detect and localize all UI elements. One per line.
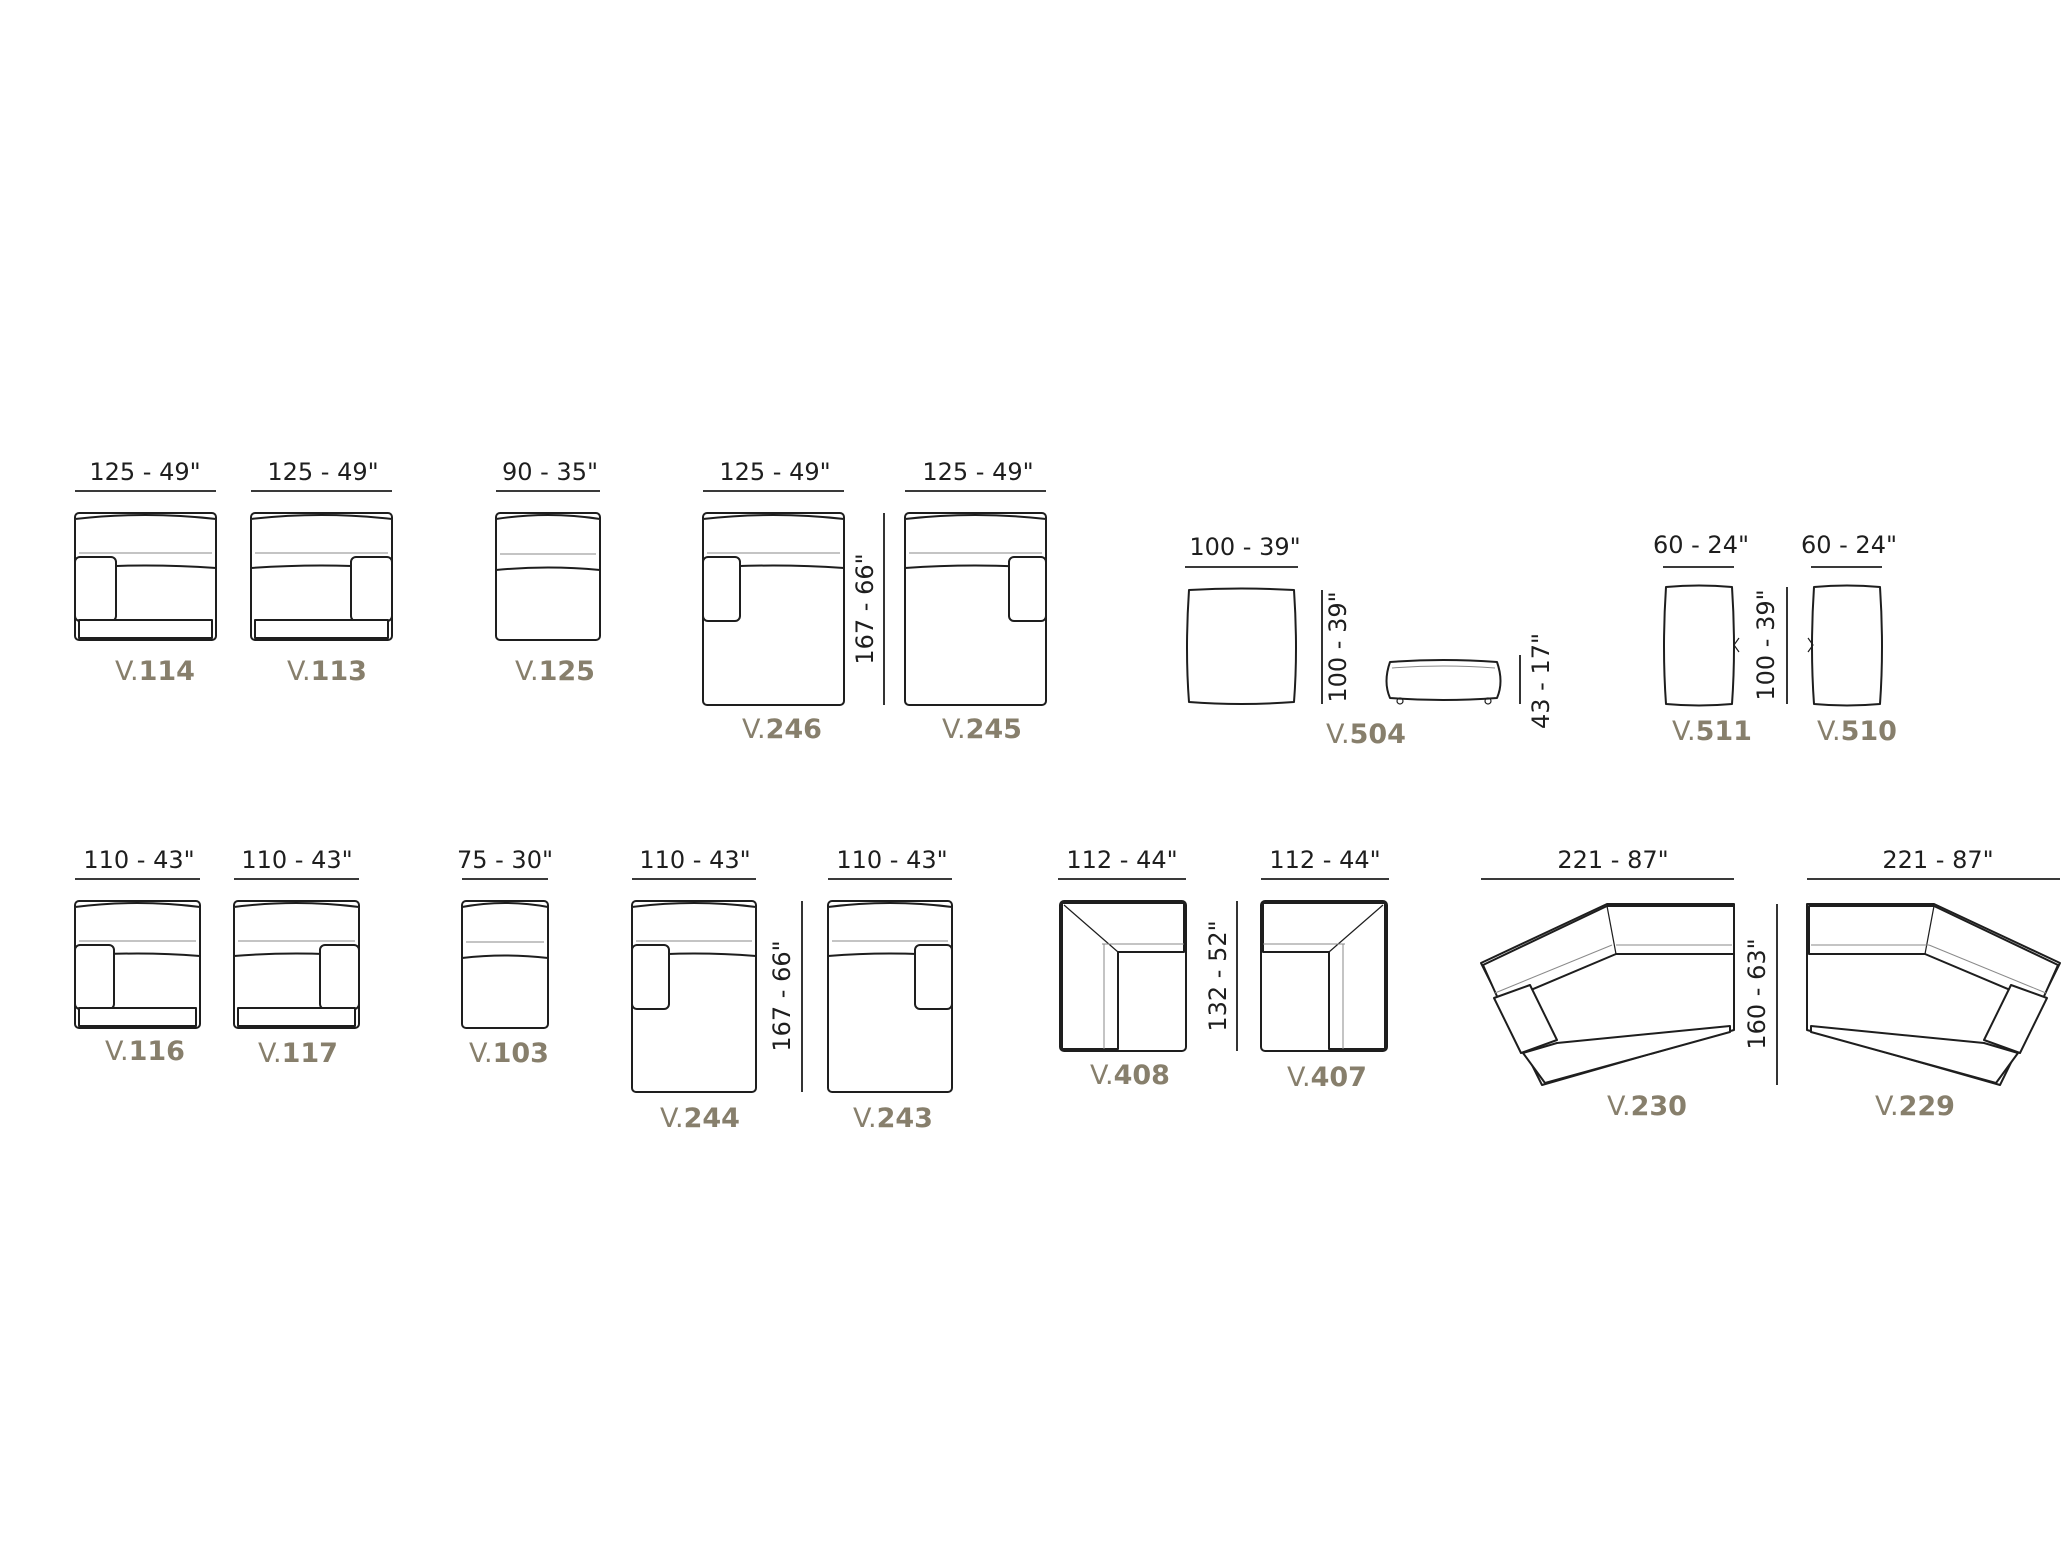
- width-label: 125 - 49": [267, 458, 378, 486]
- module-code: V.510: [1817, 716, 1897, 747]
- width-label: 60 - 24": [1801, 531, 1897, 559]
- module-v116: 110 - 43" V.116: [74, 846, 201, 1067]
- module-code: V.511: [1672, 716, 1752, 747]
- depth-label: 132 - 52": [1204, 920, 1232, 1031]
- module-v245: 125 - 49" V.245: [904, 458, 1047, 745]
- armrest: [631, 944, 670, 1010]
- width-label: 125 - 49": [719, 458, 830, 486]
- width-label: 112 - 44": [1269, 846, 1380, 874]
- height-label: 43 - 17": [1527, 633, 1555, 729]
- width-label: 221 - 87": [1557, 846, 1668, 874]
- module-v510: 60 - 24" V.510: [1801, 531, 1897, 747]
- module-v504: 100 - 39" 100 - 39" 43 - 17" V.504: [1185, 533, 1555, 750]
- module-v244: 110 - 43" V.244: [631, 846, 757, 1134]
- module-code: V.504: [1326, 719, 1406, 750]
- armrest: [350, 556, 393, 622]
- module-v125: 90 - 35" V.125: [495, 458, 601, 687]
- module-code: V.116: [105, 1036, 185, 1067]
- pouf-side-view: [1385, 659, 1502, 701]
- module-v230: 221 - 87" V.230: [1480, 846, 1735, 1122]
- width-label: 100 - 39": [1189, 533, 1300, 561]
- module-code: V.408: [1090, 1060, 1170, 1091]
- depth-label: 160 - 63": [1743, 938, 1771, 1049]
- corner-seam: [1606, 905, 1617, 955]
- module-v243: 110 - 43" V.243: [827, 846, 953, 1134]
- module-v246: 125 - 49" V.246: [702, 458, 845, 745]
- armrest: [1493, 984, 1558, 1054]
- bench-top-view: [1811, 584, 1883, 707]
- width-label: 112 - 44": [1066, 846, 1177, 874]
- seam-line: [1494, 944, 1613, 994]
- pouf-top-view: [1186, 587, 1297, 705]
- base: [237, 1007, 356, 1027]
- module-v113: 125 - 49" V.113: [250, 458, 393, 687]
- width-label: 110 - 43": [83, 846, 194, 874]
- armrest: [1008, 556, 1047, 622]
- module-v103: 75 - 30" V.103: [457, 846, 553, 1069]
- depth-label: 167 - 66": [768, 940, 796, 1051]
- width-label: 90 - 35": [502, 458, 598, 486]
- pouf-foot: [1484, 697, 1492, 705]
- depth-dimension-chaise-row1: 167 - 66": [851, 513, 885, 705]
- armrest: [319, 944, 360, 1010]
- seam-line: [1928, 944, 2047, 994]
- module-v407: 112 - 44" V.407: [1260, 846, 1389, 1093]
- base: [78, 619, 213, 639]
- armrest: [74, 556, 117, 622]
- pouf-foot: [1396, 697, 1404, 705]
- corner-seam: [1924, 905, 1935, 955]
- depth-dimension-chaise-row2: 167 - 66": [768, 901, 803, 1092]
- module-code: V.230: [1607, 1091, 1687, 1122]
- module-code: V.407: [1287, 1062, 1367, 1093]
- base: [78, 1007, 197, 1027]
- direction-arrow-icon: [1733, 637, 1740, 653]
- module-v114: 125 - 49" V.114: [74, 458, 217, 687]
- width-label: 110 - 43": [836, 846, 947, 874]
- module-code: V.245: [942, 714, 1022, 745]
- width-label: 110 - 43": [241, 846, 352, 874]
- width-label: 60 - 24": [1653, 531, 1749, 559]
- armrest: [1983, 984, 2048, 1054]
- module-code: V.117: [258, 1038, 338, 1069]
- module-code: V.244: [660, 1103, 740, 1134]
- module-code: V.243: [853, 1103, 933, 1134]
- depth-label: 100 - 39": [1752, 589, 1780, 700]
- backrest: [461, 902, 549, 959]
- armrest: [702, 556, 741, 622]
- armrest: [914, 944, 953, 1010]
- depth-label: 100 - 39": [1324, 591, 1352, 702]
- base: [1810, 1025, 2019, 1084]
- module-v117: 110 - 43" V.117: [233, 846, 360, 1069]
- width-label: 75 - 30": [457, 846, 553, 874]
- depth-label: 167 - 66": [851, 553, 879, 664]
- armrest: [74, 944, 115, 1010]
- base: [254, 619, 389, 639]
- module-v408: 112 - 44" V.408: [1058, 846, 1187, 1091]
- width-label: 125 - 49": [922, 458, 1033, 486]
- base: [1522, 1025, 1731, 1084]
- module-code: V.246: [742, 714, 822, 745]
- corner-backrest: [1262, 902, 1386, 1050]
- direction-arrow-icon: [1807, 637, 1814, 653]
- module-v511: 60 - 24" V.511: [1653, 531, 1752, 747]
- module-code: V.103: [469, 1038, 549, 1069]
- module-code: V.114: [115, 656, 195, 687]
- bench-top-view: [1663, 584, 1735, 707]
- width-label: 110 - 43": [639, 846, 750, 874]
- module-code: V.229: [1875, 1091, 1955, 1122]
- width-label: 125 - 49": [89, 458, 200, 486]
- backrest: [495, 514, 601, 571]
- depth-dimension-bench: 100 - 39": [1752, 587, 1788, 704]
- pouf-piping: [1391, 665, 1496, 669]
- depth-dimension-corner: 132 - 52": [1204, 901, 1238, 1051]
- module-code: V.125: [515, 656, 595, 687]
- depth-dimension-angled: 160 - 63": [1743, 904, 1778, 1085]
- module-v229: 221 - 87" V.229: [1806, 846, 2061, 1122]
- width-label: 221 - 87": [1882, 846, 1993, 874]
- module-code: V.113: [287, 656, 367, 687]
